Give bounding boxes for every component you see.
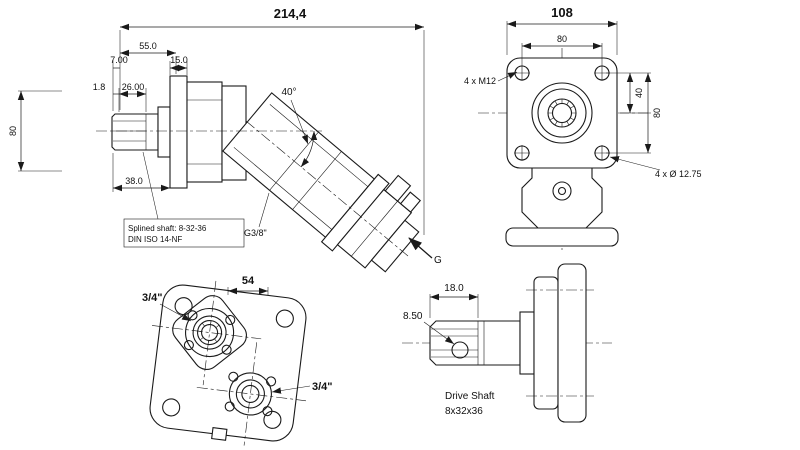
port-block-1 [384, 174, 412, 202]
port-flange-rotated [149, 280, 307, 446]
port-centerlines [151, 280, 307, 446]
port2-leader [271, 385, 311, 394]
port2-label: 3/4" [312, 381, 333, 393]
mounting-flange-side [169, 75, 188, 189]
dim-18-label: 18.0 [444, 283, 464, 294]
spline-note-line2: DIN ISO 14-NF [128, 235, 182, 244]
cross-hole-circle [451, 341, 469, 359]
end-cap-front [505, 227, 619, 247]
flange-disc-2 [557, 263, 587, 423]
dim-1-8-label: 1.8 [93, 82, 106, 92]
drain-port-inner [557, 186, 567, 196]
dim-15-label: 15.0 [170, 55, 188, 65]
dim-54-label: 54 [242, 275, 255, 287]
angle-label: 40° [281, 87, 296, 98]
lower-port-mid [235, 379, 265, 409]
bearing-circle [537, 88, 587, 138]
dim-8-5-leader [423, 321, 455, 345]
bottom-tab [211, 427, 228, 441]
dim-108-label: 108 [551, 5, 573, 20]
dim-80-boltspan-label: 80 [557, 34, 567, 44]
spline-teeth-front [548, 99, 576, 127]
shaft-spline-detail [431, 321, 485, 365]
lower-housing-front [521, 167, 603, 229]
port-view: 54 3/4" 3/4" [142, 275, 333, 446]
corner-hole-bl [162, 398, 181, 417]
lower-port-bolt-2 [266, 376, 277, 387]
dim-38-label: 38.0 [125, 176, 143, 186]
lower-port-outer [228, 372, 272, 416]
port-block-2 [399, 191, 422, 213]
port1-leader [159, 303, 192, 322]
pilot-circle [531, 82, 593, 144]
hole-dia-label: 4 x Ø 12.75 [655, 169, 702, 179]
port-thread-leader [258, 192, 270, 228]
shaft-detail-view: 18.0 8.50 Drive Shaft 8x32x36 [402, 263, 612, 423]
g-direction-arrow [408, 237, 433, 259]
spline-note-box [123, 218, 245, 248]
flange-bolt-centerlines [526, 289, 594, 397]
shaft-collar [157, 106, 171, 158]
drive-shaft-label-line1: Drive Shaft [445, 391, 495, 402]
drive-shaft-label-line2: 8x32x36 [445, 406, 483, 417]
dim-80-right-label: 80 [652, 108, 662, 118]
port1-label: 3/4" [142, 292, 163, 304]
drain-port-circle [552, 181, 572, 201]
upper-port-mid [192, 315, 227, 350]
angled-centerline [245, 120, 409, 257]
dim-55-label: 55.0 [139, 41, 157, 51]
flange-disc-1 [533, 276, 559, 410]
lower-port-inner [241, 384, 260, 404]
housing-detail-lines [187, 99, 222, 165]
angle-arc [300, 130, 318, 168]
front-housing [186, 81, 223, 183]
upper-port-outer [185, 307, 235, 358]
hole-dia-leader [609, 156, 661, 171]
shaft-shoulder [519, 311, 535, 375]
dim-7-label: 7.00 [110, 55, 128, 65]
shaft-boss-diamond [172, 295, 247, 370]
angle-leader [290, 99, 309, 145]
dim-8-5-label: 8.50 [403, 311, 423, 322]
lower-port-bolt-1 [228, 371, 239, 382]
m12-label: 4 x M12 [464, 76, 496, 86]
g-label: G [434, 255, 442, 266]
dim-40-right-label: 40 [634, 88, 644, 98]
lower-port-bolt-3 [224, 401, 235, 412]
upper-port-bolt-4 [221, 344, 232, 355]
corner-hole-br [263, 410, 282, 429]
dim-18-extensions [429, 294, 479, 318]
dim-80-label: 80 [8, 126, 18, 136]
upper-port-spline-teeth [197, 320, 222, 345]
spline-note-leader [142, 151, 159, 220]
mounting-flange-front [506, 57, 618, 169]
dim-26-label: 26.00 [122, 82, 145, 92]
upper-port-bolt-2 [225, 314, 236, 326]
m12-leader [497, 71, 518, 82]
front-view: 108 80 4 x M12 40 80 4 x Ø 12.75 [464, 5, 702, 250]
dim-overall-length-label: 214,4 [274, 6, 307, 21]
splined-shaft-outline [111, 113, 159, 151]
end-tip [370, 219, 420, 273]
shaft-spline-lines [113, 114, 147, 150]
bent-housing [222, 92, 422, 273]
lower-port-bolt-4 [262, 406, 273, 417]
bolt-centermarks [514, 65, 610, 161]
upper-port-bolt-3 [183, 340, 194, 351]
drive-shaft-outline [429, 320, 521, 366]
side-view: 214,4 55.0 7.00 15.0 1.8 26.00 80 38.0 4… [8, 6, 442, 273]
corner-hole-tr [275, 309, 294, 328]
spline-note-line1: Splined shaft: 8-32-36 [128, 224, 207, 233]
port-thread-label: G3/8" [244, 228, 267, 238]
